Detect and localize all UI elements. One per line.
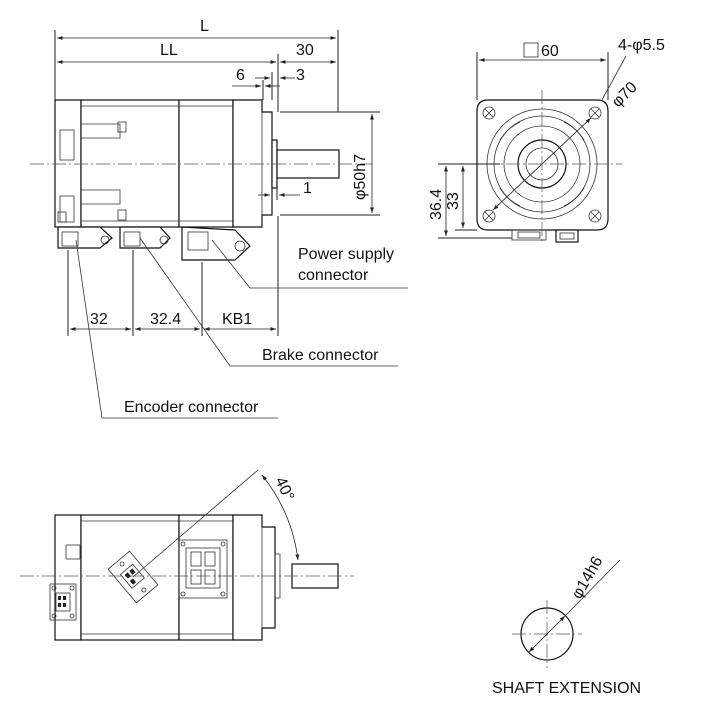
dim-32-label: 32	[90, 311, 108, 328]
mounting-hole	[588, 209, 602, 223]
brake-connector-shape	[119, 226, 171, 249]
dim-6-label: 6	[236, 67, 245, 84]
encoder-connector-shape	[57, 226, 113, 249]
dim-KB1-label: KB1	[222, 311, 252, 328]
brake-connector-label: Brake connector	[262, 347, 379, 364]
dim-L-label: L	[200, 18, 209, 35]
dim-32-4-label: 32.4	[150, 311, 181, 328]
encoder-connector-label: Encoder connector	[124, 399, 259, 416]
brake-connector-face	[107, 550, 159, 604]
power-connector-label-line1: Power supply	[298, 246, 394, 263]
mounting-hole	[482, 209, 496, 223]
power-connector-shape	[181, 226, 251, 261]
dim-square-label: 60	[541, 43, 559, 60]
side-view: L LL 30 6 3	[30, 18, 408, 419]
mounting-hole	[588, 106, 602, 120]
dim-36-4-label: 36.4	[428, 189, 445, 220]
encoder-connector-face	[49, 583, 77, 621]
power-connector-label-line2: connector	[298, 267, 369, 284]
top-view: 40°	[20, 469, 354, 641]
angle-40-label: 40°	[271, 475, 297, 504]
front-view: 60 4-φ5.5 φ70 36.4	[428, 37, 665, 244]
dim-LL-label: LL	[160, 42, 178, 59]
dim-shaft-fit-label: φ50h7	[352, 154, 369, 200]
shaft-diameter-label: φ14h6	[569, 554, 607, 602]
shaft-extension-view: φ14h6 SHAFT EXTENSION	[492, 554, 641, 697]
dim-pcd-label: φ70	[609, 79, 641, 111]
dim-holes-label: 4-φ5.5	[618, 37, 665, 54]
dim-1-label: 1	[303, 180, 312, 197]
dim-30-label: 30	[296, 42, 314, 59]
power-connector-face	[178, 539, 228, 599]
dim-3-label: 3	[296, 67, 305, 84]
mounting-hole	[482, 106, 496, 120]
dim-33-label: 33	[445, 192, 462, 210]
shaft-extension-label: SHAFT EXTENSION	[492, 680, 641, 697]
